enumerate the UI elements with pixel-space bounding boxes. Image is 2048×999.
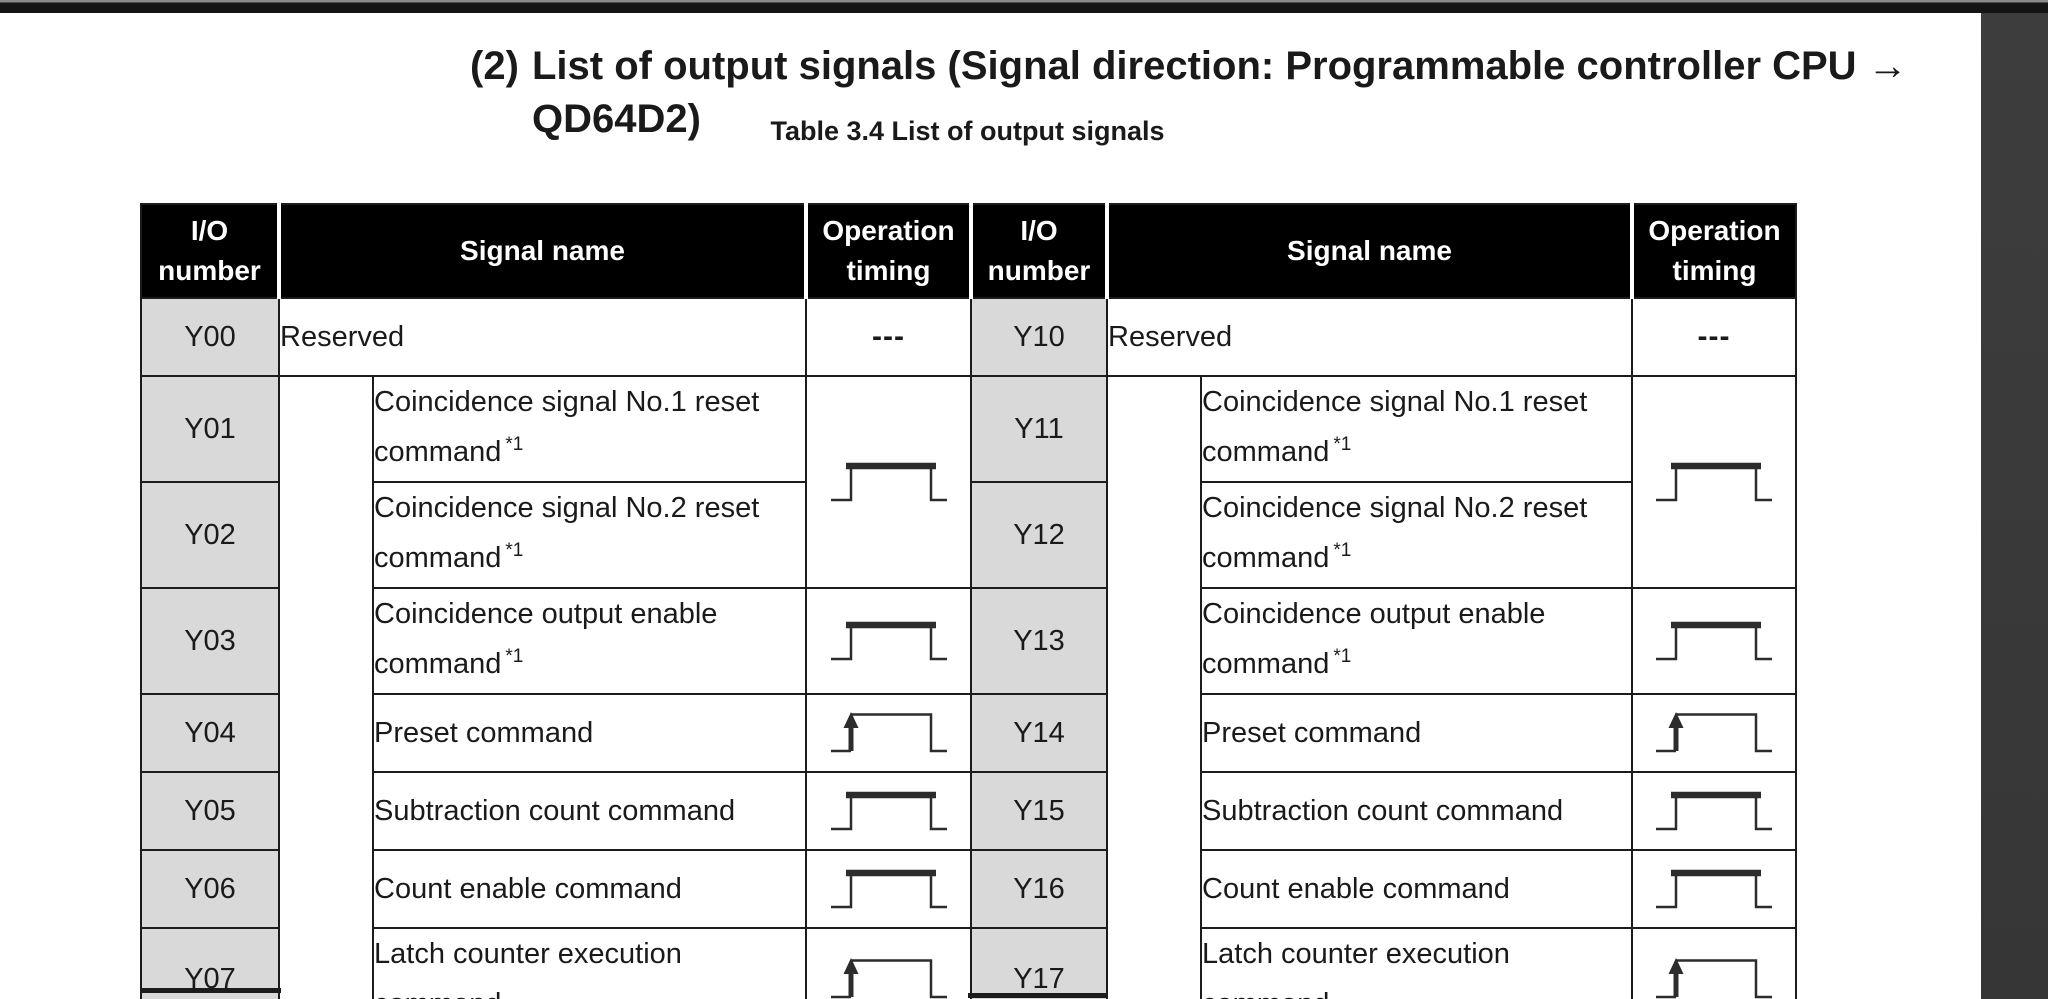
io-cell: Y17 bbox=[970, 927, 1108, 999]
signal-name-cell: Count enable command bbox=[1200, 849, 1633, 929]
timing-cell bbox=[1631, 375, 1797, 589]
section-heading: (2) List of output signals (Signal direc… bbox=[470, 40, 1908, 146]
signal-name-cell: Subtraction count command bbox=[372, 771, 807, 851]
io-cell: Y10 bbox=[970, 297, 1108, 377]
timing-cell bbox=[1631, 927, 1797, 999]
timing-cell bbox=[805, 375, 972, 589]
pulse-level-icon bbox=[1653, 866, 1775, 913]
signal-name-cell: Coincidence signal No.1 reset command*1 bbox=[372, 375, 807, 483]
section-number: (2) bbox=[470, 44, 519, 88]
footnote-marker: *1 bbox=[505, 540, 524, 561]
io-cell: Y12 bbox=[970, 481, 1108, 589]
io-cell: Y14 bbox=[970, 693, 1108, 773]
timing-cell: --- bbox=[1631, 297, 1797, 377]
pulse-level-icon bbox=[828, 866, 950, 913]
io-cell: Y11 bbox=[970, 375, 1108, 483]
footnote-marker: *1 bbox=[1333, 646, 1352, 667]
table-row: Y07 Latch counter execution command Y17 … bbox=[140, 927, 1797, 999]
io-cell-bottom-border bbox=[140, 988, 281, 993]
pulse-level-icon bbox=[828, 788, 950, 835]
timing-cell bbox=[1631, 587, 1797, 695]
channel-cell: CH1 bbox=[278, 375, 374, 999]
timing-cell bbox=[1631, 693, 1797, 773]
signal-name-cell: Coincidence output enable command*1 bbox=[372, 587, 807, 695]
table-row: Y05 Subtraction count command Y15 Subtra… bbox=[140, 771, 1797, 851]
pulse-level-icon bbox=[828, 618, 950, 665]
timing-cell bbox=[805, 927, 972, 999]
io-cell: Y06 bbox=[140, 849, 280, 929]
signal-name-cell: Coincidence signal No.2 reset command*1 bbox=[372, 481, 807, 589]
signal-name-cell: Preset command bbox=[1200, 693, 1633, 773]
table-row: Y06 Count enable command Y16 Count enabl… bbox=[140, 849, 1797, 929]
io-cell: Y07 bbox=[140, 927, 280, 999]
timing-cell bbox=[805, 587, 972, 695]
pulse-arrow-icon bbox=[828, 710, 950, 757]
io-cell: Y00 bbox=[140, 297, 280, 377]
signal-name-cell: Coincidence signal No.2 reset command*1 bbox=[1200, 481, 1633, 589]
io-cell: Y03 bbox=[140, 587, 280, 695]
pulse-level-icon bbox=[828, 459, 950, 506]
footnote-marker: *1 bbox=[505, 646, 524, 667]
timing-cell bbox=[805, 849, 972, 929]
signal-name-cell: Reserved bbox=[1106, 297, 1633, 377]
io-cell: Y16 bbox=[970, 849, 1108, 929]
table-row: Y01 CH1 Coincidence signal No.1 reset co… bbox=[140, 375, 1797, 999]
pulse-arrow-icon bbox=[1653, 956, 1775, 999]
pulse-level-icon bbox=[1653, 618, 1775, 665]
pulse-level-icon bbox=[1653, 459, 1775, 506]
signal-name-cell: Coincidence signal No.1 reset command*1 bbox=[1200, 375, 1633, 483]
footnote-marker: *1 bbox=[1333, 540, 1352, 561]
io-cell: Y04 bbox=[140, 693, 280, 773]
timing-cell bbox=[805, 693, 972, 773]
col-header-signal-name: Signal name bbox=[1105, 203, 1633, 299]
signal-name-cell: Latch counter execution command bbox=[1200, 927, 1633, 999]
channel-cell: CH2 bbox=[1106, 375, 1202, 999]
timing-cell bbox=[1631, 849, 1797, 929]
table-row: Y00 Reserved --- Y10 Reserved --- bbox=[140, 297, 1797, 377]
table-row: Y03 Coincidence output enable command*1 … bbox=[140, 587, 1797, 695]
signal-name-cell: Latch counter execution command bbox=[372, 927, 807, 999]
viewer-background-band bbox=[1981, 13, 2048, 999]
section-title: List of output signals (Signal direction… bbox=[532, 44, 1908, 141]
table-caption: Table 3.4 List of output signals bbox=[770, 116, 1165, 146]
pulse-level-icon bbox=[1653, 788, 1775, 835]
window-top-edge bbox=[0, 0, 2048, 13]
io-cell: Y15 bbox=[970, 771, 1108, 851]
signal-name-cell: Coincidence output enable command*1 bbox=[1200, 587, 1633, 695]
pulse-arrow-icon bbox=[1653, 710, 1775, 757]
channel-label: CH2 bbox=[1125, 995, 1183, 999]
signal-name-cell: Preset command bbox=[372, 693, 807, 773]
col-header-signal-name: Signal name bbox=[277, 203, 807, 299]
timing-cell bbox=[805, 771, 972, 851]
channel-label: CH1 bbox=[297, 995, 355, 999]
signal-name-cell: Count enable command bbox=[372, 849, 807, 929]
io-cell: Y01 bbox=[140, 375, 280, 483]
timing-cell bbox=[1631, 771, 1797, 851]
io-cell-bottom-border bbox=[968, 993, 1107, 998]
io-cell: Y02 bbox=[140, 481, 280, 589]
io-cell: Y13 bbox=[970, 587, 1108, 695]
table-row: Y02 Coincidence signal No.2 reset comman… bbox=[140, 481, 1796, 589]
signal-name-cell: Reserved bbox=[278, 297, 807, 377]
pulse-arrow-icon bbox=[828, 956, 950, 999]
footnote-marker: *1 bbox=[1333, 434, 1352, 455]
signal-name-cell: Subtraction count command bbox=[1200, 771, 1633, 851]
timing-cell: --- bbox=[805, 297, 972, 377]
footnote-marker: *1 bbox=[505, 434, 524, 455]
table-row: Y04 Preset command Y14 Preset command bbox=[140, 693, 1797, 773]
io-cell: Y05 bbox=[140, 771, 280, 851]
